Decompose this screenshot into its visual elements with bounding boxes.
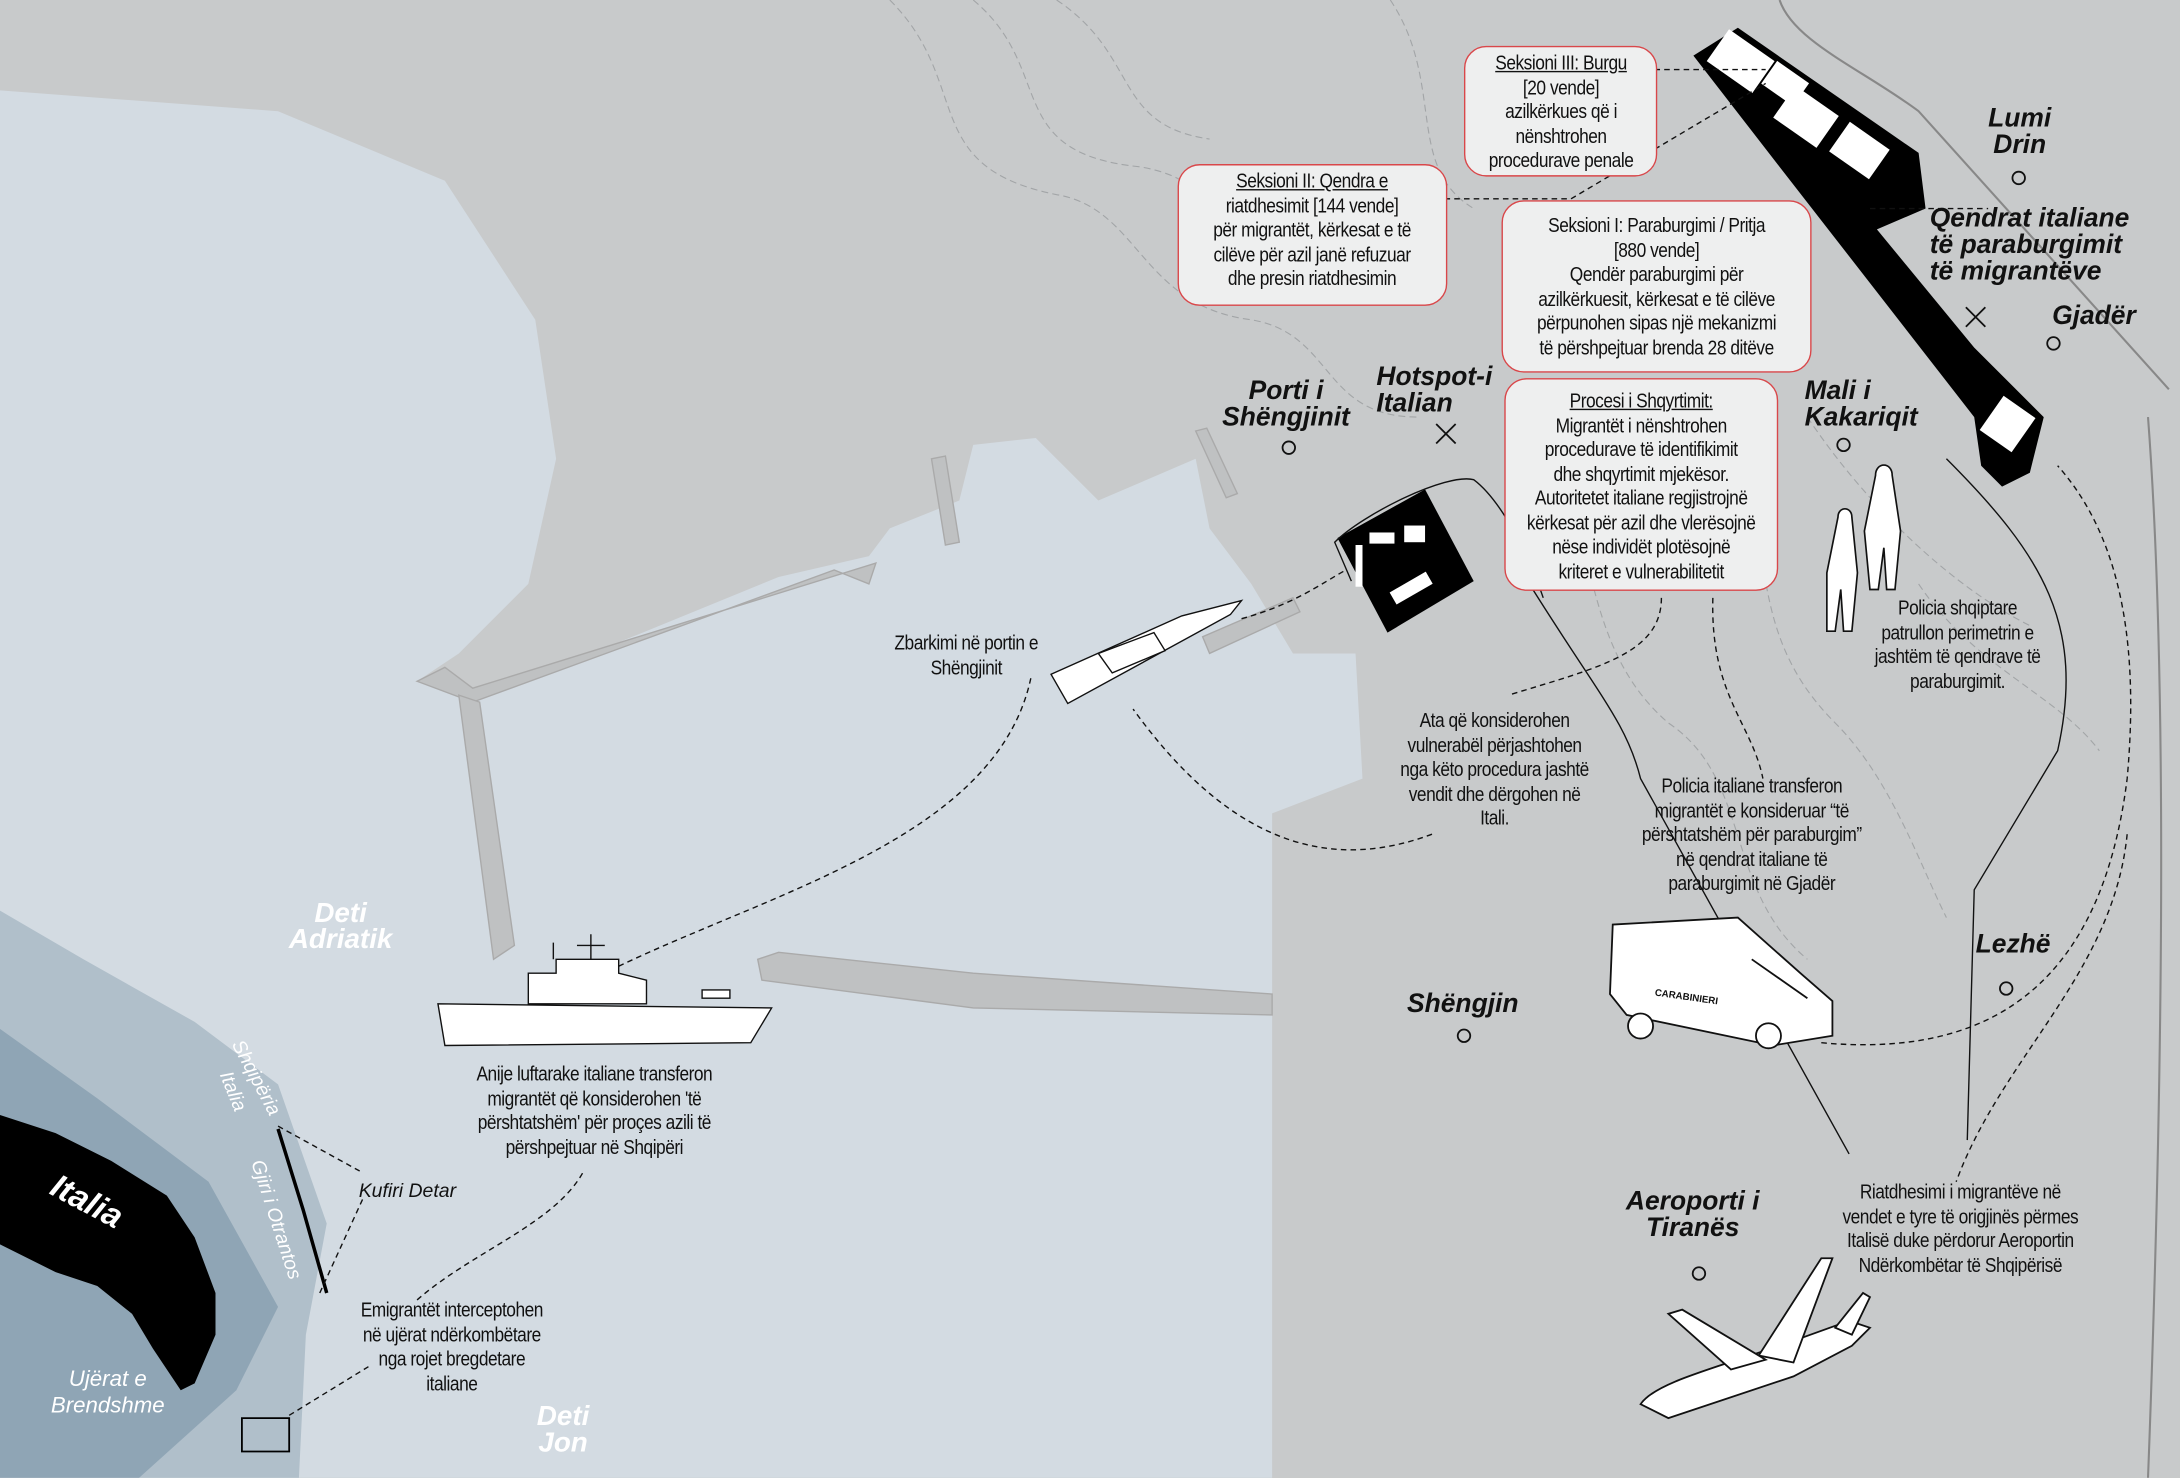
section-3-box: Seksioni III: Burgu [20 vende] azilkërku… <box>1463 45 1658 177</box>
caption-intercept: Emigrantët interceptohen në ujërat ndërk… <box>360 1299 544 1396</box>
section-2-title: Seksioni II: Qendra e <box>1236 171 1389 194</box>
police-figures <box>1826 464 1902 633</box>
label-maritime-border: Kufiri Detar <box>358 1178 457 1202</box>
marker-crosses <box>1435 306 1986 445</box>
detention-centre-outline <box>1528 458 2067 1155</box>
carabinieri-van <box>1609 916 1834 1050</box>
inset-marker <box>241 1417 291 1453</box>
section-1-box: Seksioni I: Paraburgimi / Pritja [880 ve… <box>1501 200 1812 373</box>
warship <box>437 934 773 1047</box>
label-inner-waters: Ujërat e Brendshme <box>50 1368 165 1419</box>
label-adriatic: Deti Adriatik <box>288 898 393 956</box>
section-1-title: Seksioni I: Paraburgimi / Pritja <box>1548 215 1766 238</box>
label-port: Porti i Shëngjinit <box>1222 376 1350 433</box>
label-airport: Aeroporti i Tiranës <box>1625 1187 1760 1243</box>
maritime-border-line <box>276 1128 329 1294</box>
screening-title: Procesi i Shqyrtimit: <box>1569 390 1714 413</box>
airplane <box>1639 1257 1872 1420</box>
breakwater-north <box>415 562 877 703</box>
pier <box>930 427 1239 546</box>
italy-landmass <box>0 1115 216 1391</box>
label-gjader: Gjadër <box>2052 301 2136 331</box>
caption-warship: Anije luftarake italiane transferon migr… <box>476 1063 713 1159</box>
caption-landing: Zbarkimi në portin e Shëngjinit <box>894 632 1039 680</box>
screening-box: Procesi i Shqyrtimit: Migrantët i nënsht… <box>1504 378 1779 591</box>
label-centres: Qendrat italiane të paraburgimit të migr… <box>1929 204 2130 287</box>
caption-italian-police: Policia italiane transferon migrantët e … <box>1641 775 1862 896</box>
hotspot-building <box>1337 489 1474 633</box>
label-lezhe: Lezhë <box>1975 930 2051 960</box>
caption-vulnerable: Ata që konsiderohen vulnerabël përjashto… <box>1400 710 1589 831</box>
river <box>1778 0 2170 1478</box>
patrol-ship <box>1050 599 1244 705</box>
label-hotspot: Hotspot-i Italian <box>1376 362 1493 419</box>
section-2-body: riatdhesimit [144 vende] për migrantët, … <box>1213 195 1412 291</box>
label-mountain: Mali i Kakariqit <box>1804 376 1918 433</box>
label-river: Lumi Drin <box>1988 104 2052 160</box>
label-shengjin: Shëngjin <box>1406 989 1519 1020</box>
quay <box>1201 596 1301 655</box>
breakwater-west <box>457 694 516 961</box>
section-1-body: [880 vende] Qendër paraburgimi për azilk… <box>1536 239 1777 360</box>
caption-albanian-police: Policia shqiptare patrullon perimetrin e… <box>1874 597 2041 694</box>
label-ionian: Deti Jon <box>536 1401 590 1459</box>
section-3-title: Seksioni III: Burgu <box>1494 52 1627 76</box>
screening-body: Migrantët i nënshtrohen procedurave të i… <box>1526 415 1756 584</box>
flow-arrows <box>277 68 2132 1416</box>
place-circles <box>1281 170 2061 1281</box>
caption-repatriation: Riatdhesimi i migrantëve në vendet e tyr… <box>1842 1181 2079 1277</box>
sea-area <box>0 90 1363 1478</box>
section-3-body: [20 vende] azilkërkues që i nënshtrohen … <box>1488 77 1633 173</box>
breakwater-south <box>756 951 1273 1016</box>
gjader-detention-centre <box>1693 27 2044 487</box>
section-2-box: Seksioni II: Qendra e riatdhesimit [144 … <box>1177 164 1448 306</box>
